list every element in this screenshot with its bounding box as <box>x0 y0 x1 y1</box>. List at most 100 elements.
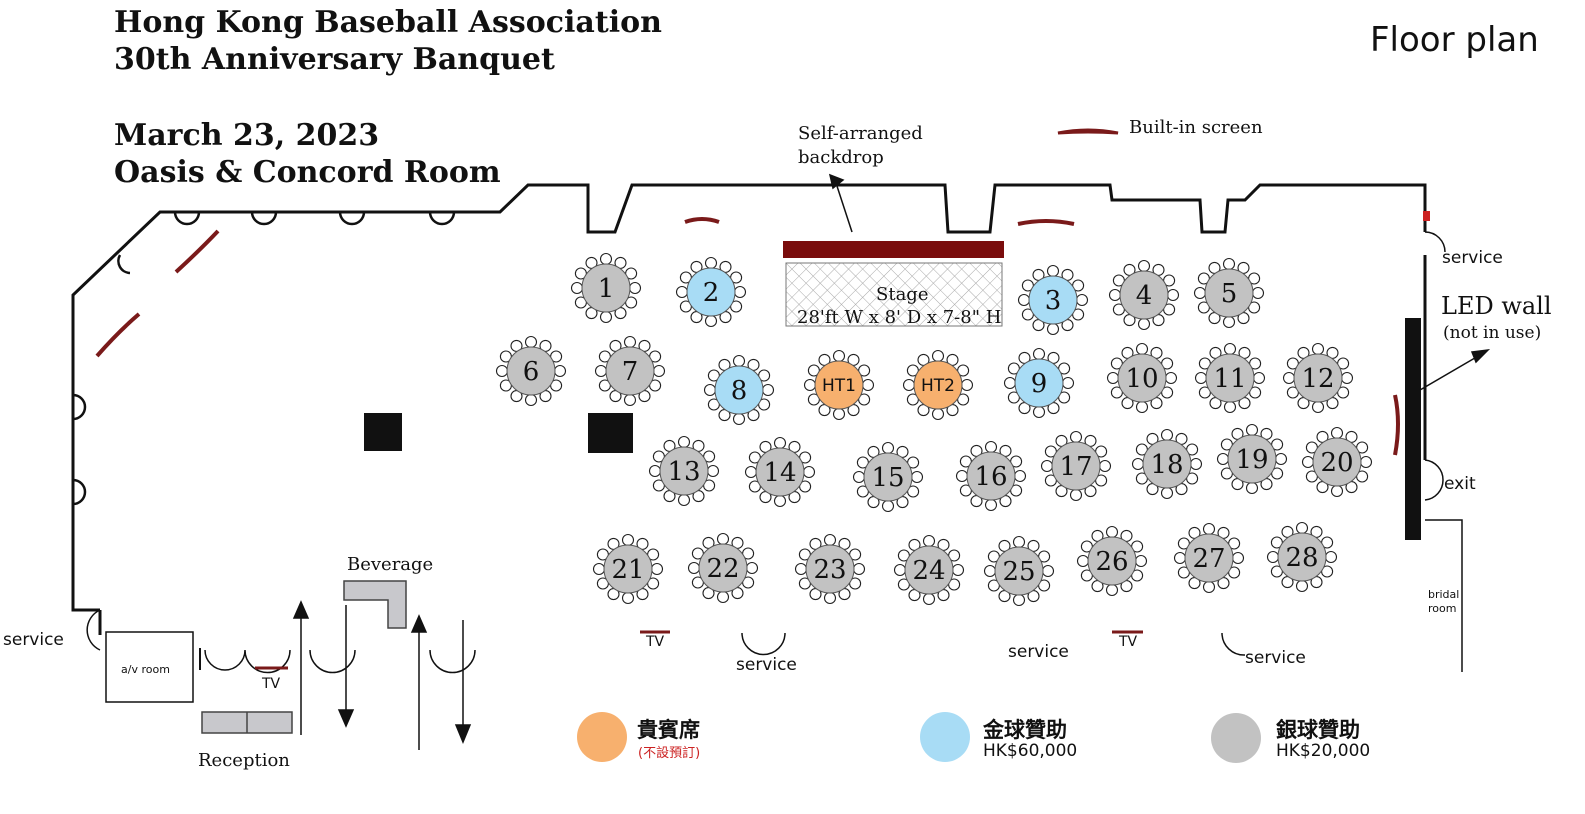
table-20: 20 <box>1301 426 1373 498</box>
chair <box>922 592 936 606</box>
legend-gold-title: 金球贊助 <box>983 718 1067 742</box>
chair <box>922 534 936 548</box>
chair <box>803 378 817 392</box>
table-ht1: HT1 <box>803 349 875 421</box>
screen-mark <box>1017 219 1075 226</box>
chair <box>823 533 837 547</box>
screen-mark <box>95 312 141 358</box>
chair <box>1135 400 1149 414</box>
table-label: 10 <box>1125 364 1158 394</box>
chair <box>1075 293 1089 307</box>
bridal-room-label: bridal <box>1428 588 1460 601</box>
top-wall <box>71 183 1427 300</box>
table-17: 17 <box>1040 430 1112 502</box>
table-3: 3 <box>1017 264 1089 336</box>
chair <box>1108 288 1122 302</box>
chair <box>1061 376 1075 390</box>
pillar <box>364 413 402 451</box>
chair <box>732 412 746 426</box>
chair <box>621 591 635 605</box>
table-label: 6 <box>523 357 540 387</box>
chair <box>984 498 998 512</box>
table-label: 7 <box>622 357 639 387</box>
chair <box>1032 405 1046 419</box>
av-room-box <box>105 631 194 703</box>
led-wall-bar <box>1405 318 1421 540</box>
chair <box>1202 522 1216 536</box>
chair <box>628 281 642 295</box>
table-14: 14 <box>744 436 816 508</box>
table-top <box>605 346 655 396</box>
chair <box>623 393 637 407</box>
chair <box>1245 423 1259 437</box>
title-line-1: Hong Kong Baseball Association <box>114 5 662 40</box>
chair <box>761 383 775 397</box>
chair <box>1295 521 1309 535</box>
table-21: 21 <box>592 533 664 605</box>
chair <box>599 310 613 324</box>
chair <box>802 465 816 479</box>
chair <box>794 562 808 576</box>
chair <box>716 532 730 546</box>
chair <box>1012 535 1026 549</box>
table-top <box>863 452 913 502</box>
chair <box>832 349 846 363</box>
event-date: March 23, 2023 <box>114 118 380 153</box>
table-16: 16 <box>955 440 1027 512</box>
chair <box>1137 259 1151 273</box>
table-top <box>506 346 556 396</box>
chair <box>1231 551 1245 565</box>
table-top <box>1028 275 1078 325</box>
tv-label-bottom-2: TV <box>1119 634 1138 650</box>
legend-silver-swatch <box>1211 713 1261 763</box>
chair <box>1295 579 1309 593</box>
table-top <box>581 263 631 313</box>
screen-mark <box>684 217 720 224</box>
chair <box>1137 317 1151 331</box>
title-line-2: 30th Anniversary Banquet <box>114 42 555 77</box>
bridal-room-outline <box>1425 519 1463 672</box>
legend-vip-note: (不設預訂) <box>638 746 701 761</box>
legend-gold-swatch <box>920 712 970 762</box>
table-top <box>714 365 764 415</box>
chair <box>1324 550 1338 564</box>
chair <box>1311 342 1325 356</box>
service-label-top-right: service <box>1442 248 1503 268</box>
table-top <box>686 267 736 317</box>
chair <box>732 354 746 368</box>
chair <box>592 562 606 576</box>
chair <box>675 285 689 299</box>
table-top <box>966 451 1016 501</box>
table-24: 24 <box>893 534 965 606</box>
legend-vip-title: 貴賓席 <box>637 718 700 742</box>
table-label: 28 <box>1285 543 1318 573</box>
chair <box>1076 554 1090 568</box>
table-label: 15 <box>871 463 904 493</box>
table-top <box>1205 353 1255 403</box>
chair <box>1105 525 1119 539</box>
table-25: 25 <box>983 535 1055 607</box>
bridal-room-label-2: room <box>1428 602 1457 615</box>
screen-mark <box>1057 128 1119 135</box>
table-label: 16 <box>974 462 1007 492</box>
chair <box>1311 400 1325 414</box>
chair <box>1041 564 1055 578</box>
table-top <box>698 543 748 593</box>
chair <box>1340 371 1354 385</box>
chair <box>652 364 666 378</box>
chair <box>1189 457 1203 471</box>
table-label: 11 <box>1213 364 1246 394</box>
table-11: 11 <box>1194 342 1266 414</box>
legend-gold-price: HK$60,000 <box>983 741 1078 761</box>
chair <box>931 407 945 421</box>
chair <box>1012 593 1026 607</box>
led-wall-note: (not in use) <box>1443 323 1542 343</box>
chair <box>1046 264 1060 278</box>
chair <box>832 407 846 421</box>
chair <box>594 364 608 378</box>
table-label: 2 <box>703 278 720 308</box>
table-top <box>1087 536 1137 586</box>
chair <box>823 591 837 605</box>
chair <box>1166 288 1180 302</box>
